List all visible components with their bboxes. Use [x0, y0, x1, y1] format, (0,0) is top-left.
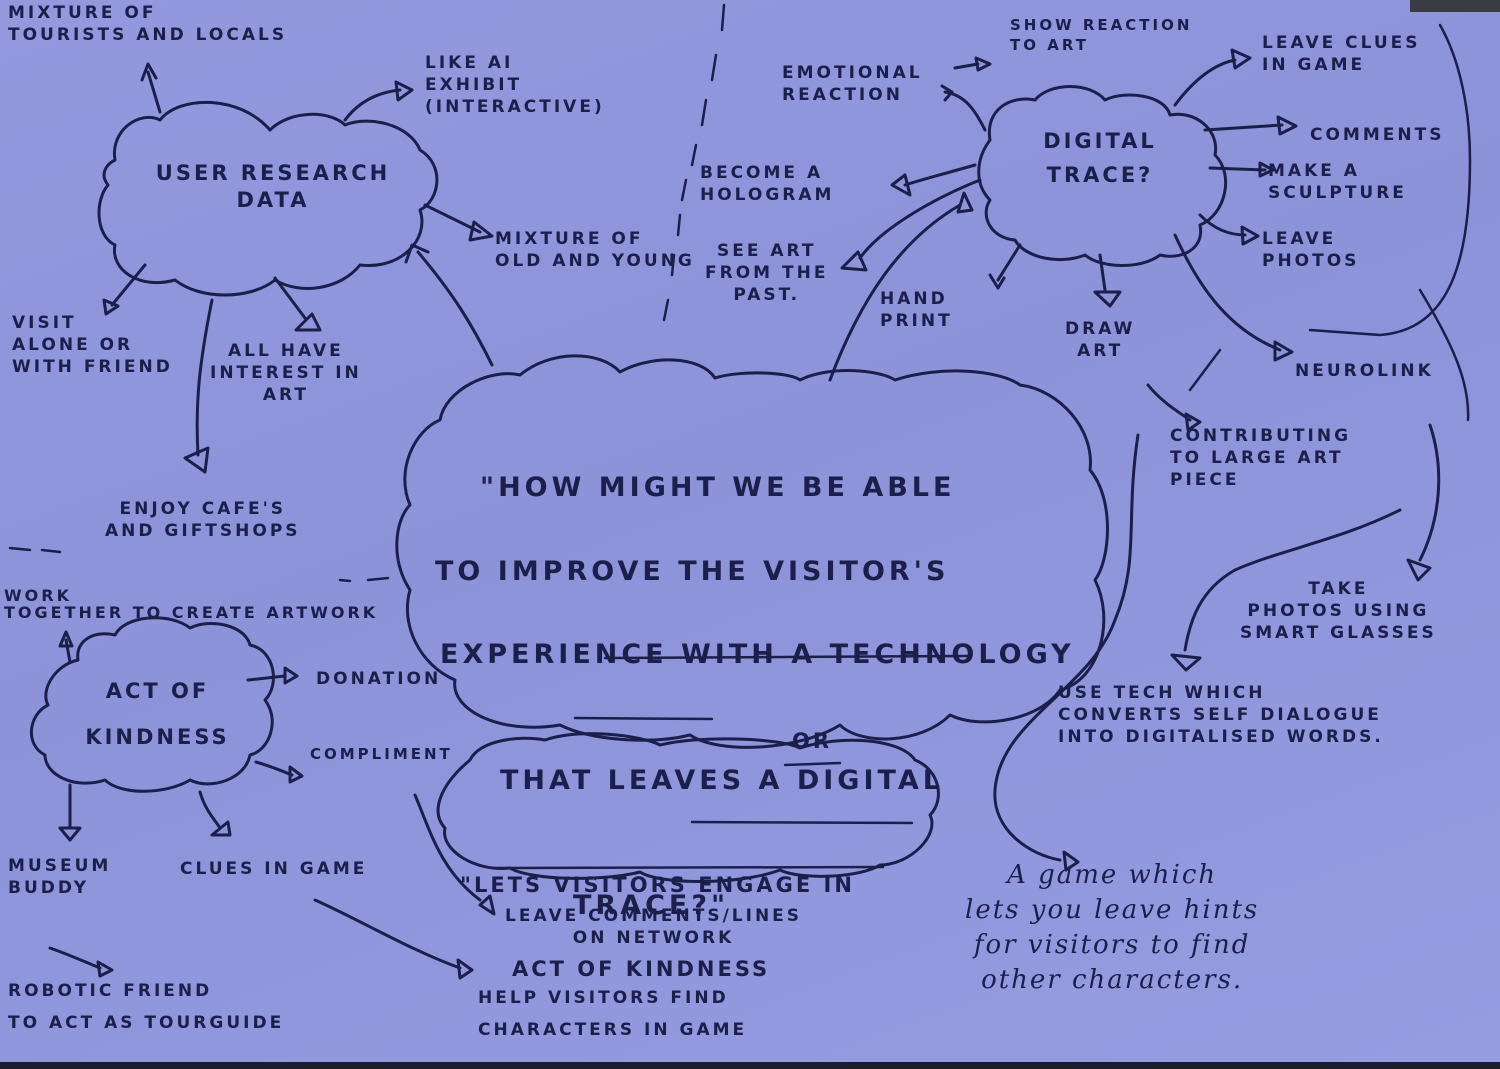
- central-question-trace: trace?: [573, 890, 712, 922]
- branch-see-art-past: See art from the past.: [705, 241, 829, 306]
- branch-tourists-locals: Mixture of tourists and locals: [8, 3, 288, 46]
- central-question-line5: trace?": [435, 843, 1095, 927]
- user-research-title: User research data: [155, 161, 391, 213]
- idea-game-hints: A game which lets you leave hints for vi…: [965, 860, 1260, 996]
- act-of-kindness-title: Act of kindness: [85, 679, 230, 750]
- cloud-user-research: [97, 100, 439, 297]
- or-label: or: [792, 729, 833, 753]
- branch-help-visitors: Help visitors find characters in game: [478, 988, 748, 1041]
- cloud-central: [395, 354, 1109, 749]
- branch-emotional-reaction: Emotional reaction: [782, 63, 923, 106]
- idea-smart-glasses: Take photos using smart glasses: [1240, 579, 1437, 644]
- alternative-question-engage: engage in: [698, 873, 855, 897]
- central-question-underlined-phrase: leaves a digital: [607, 764, 944, 796]
- branch-cafes-giftshops: Enjoy cafe's and giftshops: [105, 499, 301, 542]
- branch-leave-comments: Leave comments/lines on network: [505, 906, 803, 949]
- central-question: "How might we be able to improve the vis…: [435, 425, 1095, 969]
- alternative-question: "Lets visitors engage in act of kindness: [460, 780, 930, 1032]
- branch-donation: Donation: [316, 669, 442, 689]
- branch-visit-alone: Visit alone or with friend: [12, 313, 173, 378]
- central-question-closing-quote: ": [711, 890, 730, 922]
- branch-hologram: Become a hologram: [700, 163, 835, 206]
- branch-leave-clues: Leave clues in game: [1262, 33, 1421, 76]
- alternative-question-prefix: "Lets visitors: [460, 873, 699, 897]
- branch-draw-art: Draw art: [1065, 319, 1136, 362]
- digital-trace-title: Digital trace?: [1043, 129, 1157, 187]
- branch-museum-buddy: Museum buddy: [8, 856, 112, 899]
- central-question-line4-prefix: that: [500, 764, 608, 796]
- branch-clues-in-game: Clues in game: [180, 859, 368, 879]
- branch-neurolink: Neurolink: [1295, 361, 1434, 381]
- branch-hand-print: Hand print: [880, 289, 953, 332]
- branch-old-young: Mixture of old and young: [495, 229, 695, 272]
- background-edge: [1410, 0, 1500, 12]
- branch-sculpture: Make a sculpture: [1268, 161, 1407, 204]
- cloud-digital-trace: [977, 85, 1228, 267]
- branch-interest-art: All have interest in art: [210, 341, 362, 406]
- branch-leave-photos: Leave photos: [1262, 229, 1360, 272]
- branch-compliment: Compliment: [310, 745, 453, 763]
- idea-self-dialogue: Use tech which converts self dialogue in…: [1058, 683, 1384, 748]
- cloud-act-of-kindness: [29, 616, 275, 793]
- central-question-line3: experience with a technology: [440, 639, 1075, 671]
- branch-show-reaction: Show reaction to art: [1010, 16, 1193, 54]
- alternative-question-kindness: act of kindness: [512, 957, 771, 981]
- background-edge-bottom: [0, 1062, 1500, 1069]
- branch-ai-exhibit: Like AI exhibit (interactive): [425, 53, 605, 118]
- central-question-line1: "How might we be able: [480, 471, 956, 503]
- central-question-line2: to improve the visitor's: [435, 555, 950, 587]
- branch-work-together: Work together to create artwork: [4, 586, 379, 622]
- branch-comments: Comments: [1310, 125, 1445, 145]
- branch-robotic-friend: Robotic friend to act as tourguide: [8, 981, 285, 1034]
- idea-contribute-art: Contributing to large art piece: [1170, 426, 1352, 491]
- central-question-line4: that leaves a digital: [435, 718, 1095, 802]
